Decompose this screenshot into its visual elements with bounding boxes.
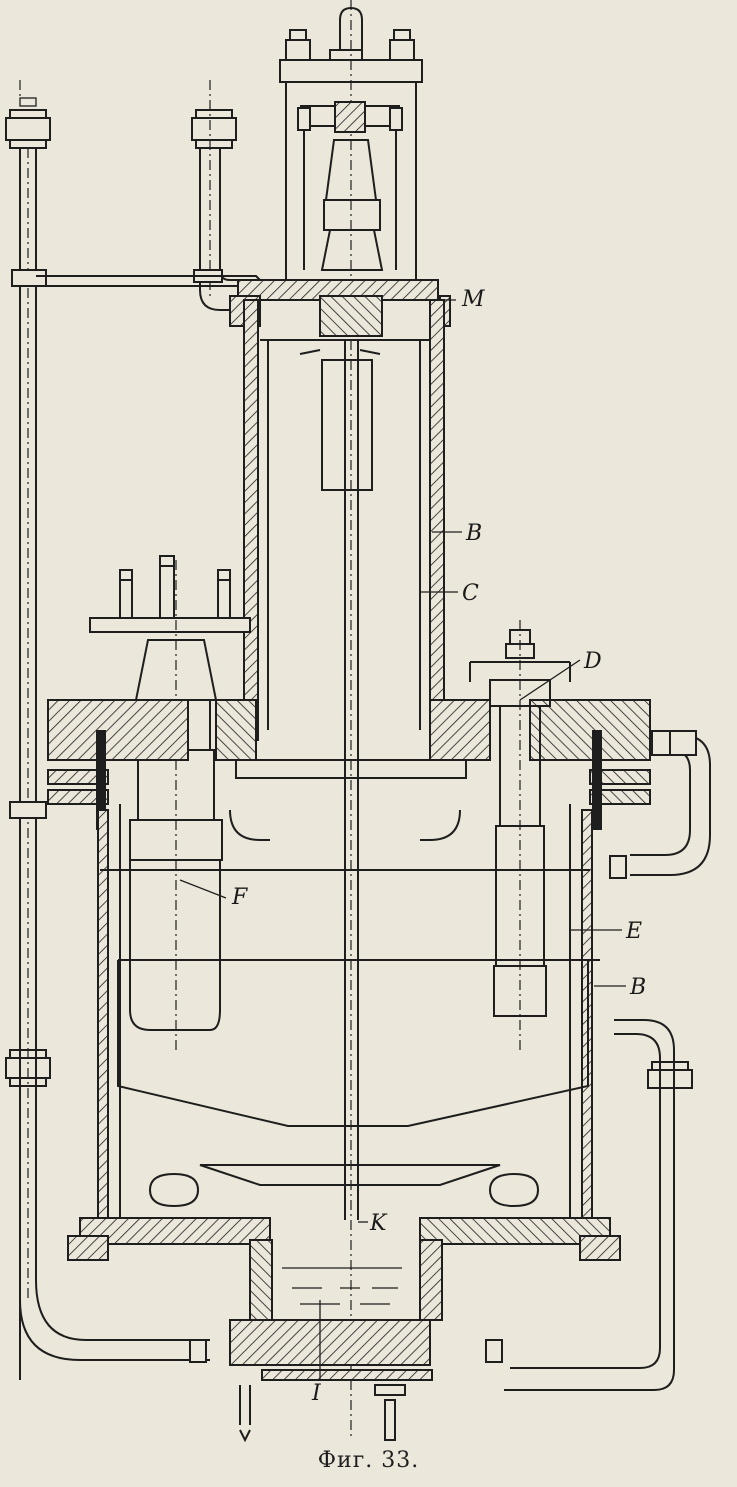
label-k: K <box>369 1211 388 1236</box>
upper-cylinder <box>243 299 445 1220</box>
label-d: D <box>583 649 602 674</box>
label-b-right: B <box>629 975 646 1000</box>
right-bushing <box>469 620 571 1050</box>
top-flange-m <box>229 279 451 337</box>
label-b-upper: B <box>465 521 482 546</box>
middle-flange-d <box>47 699 651 830</box>
label-e: E <box>625 919 642 944</box>
label-f: F <box>231 885 248 910</box>
label-leaders <box>179 299 626 1380</box>
figure-caption: Фиг. 33. <box>317 1448 420 1473</box>
left-outer-tube <box>5 80 210 1380</box>
label-i: I <box>311 1381 322 1406</box>
left-bushing <box>89 555 251 1050</box>
label-m: M <box>461 287 485 312</box>
label-c: C <box>462 581 479 606</box>
bottom-plate <box>67 1172 621 1443</box>
top-clamp <box>279 0 423 1440</box>
right-pipe <box>504 730 711 1391</box>
